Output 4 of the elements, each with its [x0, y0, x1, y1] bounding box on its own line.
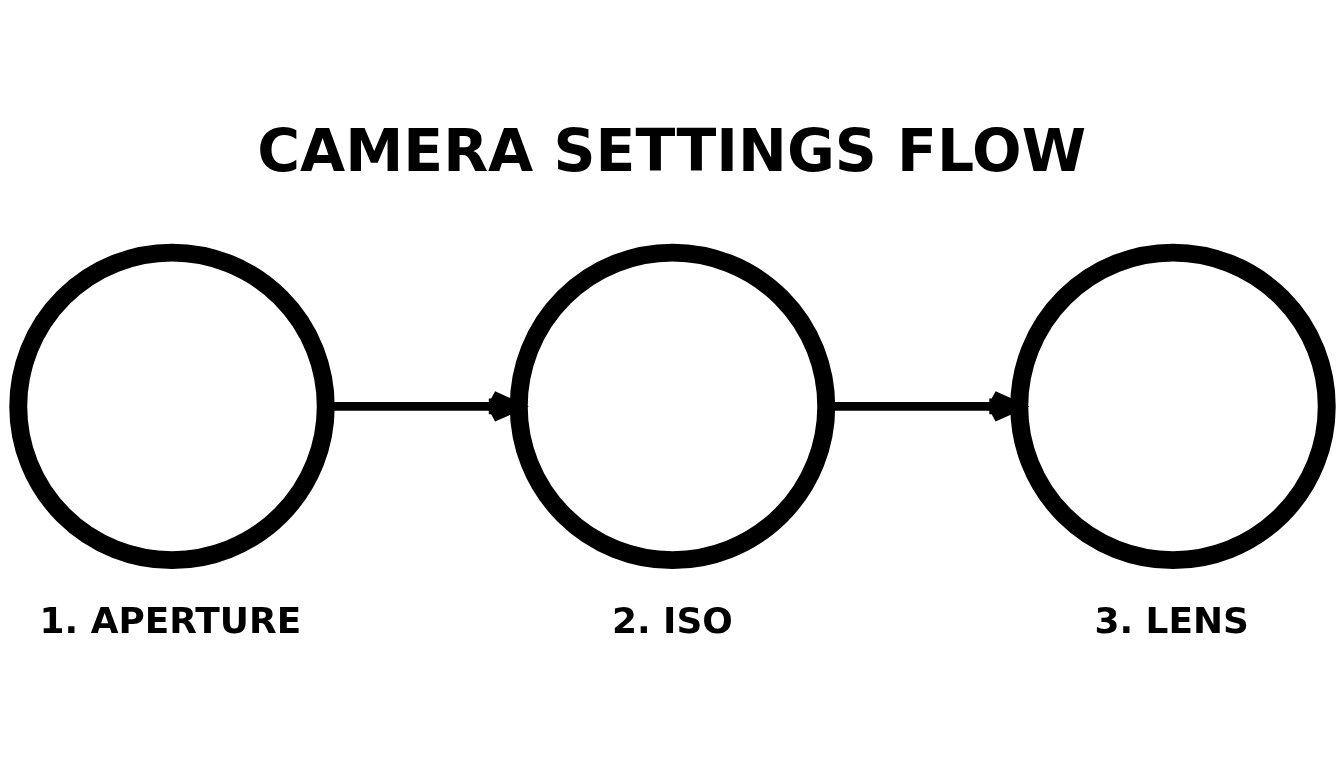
node-label: 2. ISO: [611, 599, 733, 641]
diagram-title: CAMERA SETTINGS FLOW: [256, 116, 1086, 185]
node-label: 1. APERTURE: [39, 599, 301, 641]
node-label: 3. LENS: [1093, 599, 1249, 641]
